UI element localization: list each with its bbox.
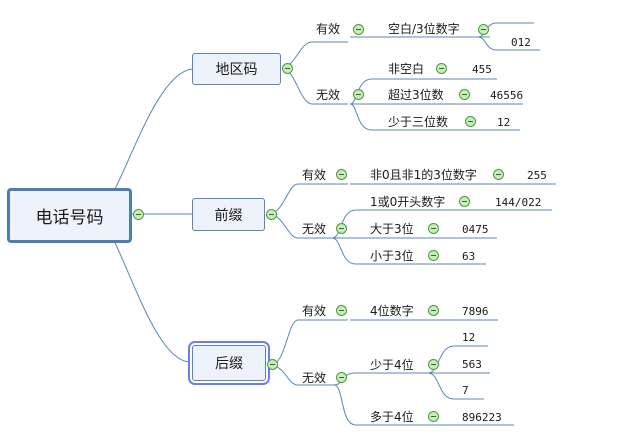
- root-topic[interactable]: 电话号码: [7, 188, 132, 243]
- collapse-icon[interactable]: [428, 250, 439, 261]
- collapse-icon[interactable]: [336, 223, 347, 234]
- prefix-valid-label: 有效: [302, 168, 327, 182]
- suffix-valid-item-value: 7896: [462, 305, 489, 318]
- suffix-less-value-3: 7: [462, 384, 469, 397]
- prefix-invalid-item-1-label: 1或0开头数字: [370, 195, 446, 209]
- collapse-icon[interactable]: [493, 169, 504, 180]
- collapse-icon[interactable]: [428, 305, 439, 316]
- prefix-label: 前缀: [214, 207, 243, 224]
- prefix-valid-item-value: 255: [527, 169, 547, 182]
- suffix-more-value: 896223: [462, 411, 502, 424]
- prefix-topic[interactable]: 前缀: [192, 198, 265, 231]
- prefix-invalid-item-1-value: 144/022: [495, 196, 542, 209]
- prefix-invalid-item-2-label: 大于3位: [370, 222, 414, 236]
- suffix-more-label: 多于4位: [370, 410, 414, 424]
- area-invalid-item-1-value: 455: [472, 63, 492, 76]
- collapse-icon[interactable]: [428, 359, 439, 370]
- collapse-icon[interactable]: [336, 305, 347, 316]
- area-invalid-item-2-value: 46556: [490, 89, 524, 102]
- area-invalid-item-3-value: 12: [497, 116, 511, 129]
- suffix-less-value-1: 12: [462, 331, 476, 344]
- root-topic-label: 电话号码: [35, 208, 104, 228]
- connector-prefix-invalid-items: [331, 209, 552, 265]
- suffix-valid-item-label: 4位数字: [370, 304, 414, 318]
- suffix-less-value-2: 563: [462, 358, 482, 371]
- area-valid-value-2: 012: [511, 36, 531, 49]
- collapse-icon[interactable]: [336, 372, 347, 383]
- collapse-icon[interactable]: [353, 24, 364, 35]
- collapse-icon[interactable]: [266, 209, 277, 220]
- suffix-less-label: 少于4位: [370, 358, 414, 372]
- suffix-invalid-label: 无效: [302, 371, 327, 385]
- collapse-icon[interactable]: [428, 223, 439, 234]
- suffix-topic[interactable]: 后缀: [188, 341, 270, 385]
- collapse-icon[interactable]: [133, 209, 144, 220]
- prefix-valid-item-label: 非0且非1的3位数字: [370, 168, 477, 182]
- connector-area-valid: [281, 41, 348, 69]
- collapse-icon[interactable]: [436, 63, 447, 74]
- area-invalid-item-1-label: 非空白: [388, 62, 425, 76]
- suffix-valid-label: 有效: [302, 304, 327, 318]
- connector-suffix-less-values: [427, 345, 490, 400]
- area-invalid-item-2-label: 超过3位数: [388, 88, 444, 102]
- connector-suffix-valid: [271, 319, 348, 366]
- prefix-invalid-item-3-label: 小于3位: [370, 249, 414, 263]
- collapse-icon[interactable]: [336, 169, 347, 180]
- prefix-invalid-item-3-value: 63: [462, 250, 476, 263]
- prefix-invalid-item-2-value: 0475: [462, 223, 489, 236]
- area-code-topic[interactable]: 地区码: [192, 53, 281, 85]
- prefix-invalid-label: 无效: [302, 222, 327, 236]
- area-valid-item-label: 空白/3位数字: [388, 22, 460, 36]
- area-valid-label: 有效: [316, 22, 341, 36]
- collapse-icon[interactable]: [465, 116, 476, 127]
- collapse-icon[interactable]: [267, 359, 278, 370]
- collapse-icon[interactable]: [459, 196, 470, 207]
- connector-prefix-valid: [269, 183, 348, 215]
- collapse-icon[interactable]: [459, 89, 470, 100]
- area-code-label: 地区码: [215, 62, 258, 78]
- collapse-icon[interactable]: [478, 24, 489, 35]
- suffix-label: 后缀: [215, 356, 243, 372]
- area-invalid-item-3-label: 少于三位数: [388, 115, 449, 129]
- collapse-icon[interactable]: [353, 89, 364, 100]
- collapse-icon[interactable]: [428, 411, 439, 422]
- area-invalid-label: 无效: [316, 88, 341, 102]
- collapse-icon[interactable]: [282, 63, 293, 74]
